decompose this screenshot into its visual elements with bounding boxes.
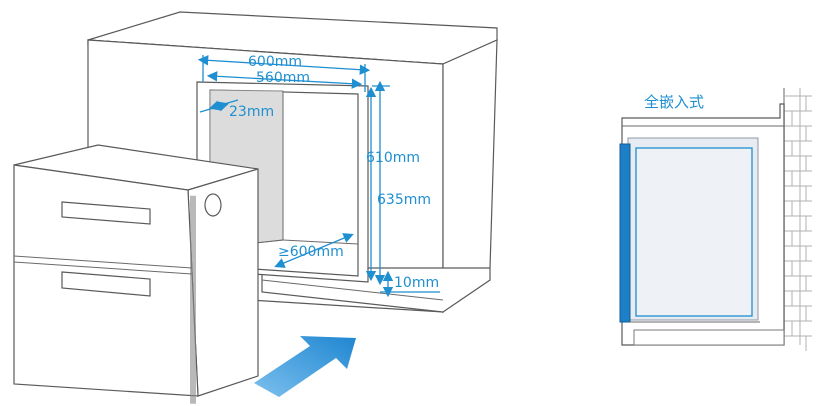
appliance	[13, 144, 259, 404]
depth-label: ≥600mm	[278, 244, 344, 260]
inner-width-label: 560mm	[256, 70, 310, 86]
wall	[783, 88, 812, 351]
side-gap-label: 23mm	[229, 104, 274, 120]
inner-height-label: 610mm	[366, 150, 420, 166]
install-type-label: 全嵌入式	[644, 93, 704, 111]
drawer-handle-top	[61, 201, 151, 225]
drawer-handle-bottom	[61, 271, 151, 297]
side-view: 全嵌入式	[619, 88, 812, 351]
outer-height-label: 635mm	[377, 192, 431, 208]
bottom-gap-label: 10mm	[394, 275, 439, 291]
dimension-annotations: 600mm 560mm 23mm 610mm 635mm ≥600mm 10mm	[197, 54, 440, 298]
outer-width-label: 600mm	[248, 54, 302, 70]
insertion-arrow-icon	[254, 336, 356, 397]
